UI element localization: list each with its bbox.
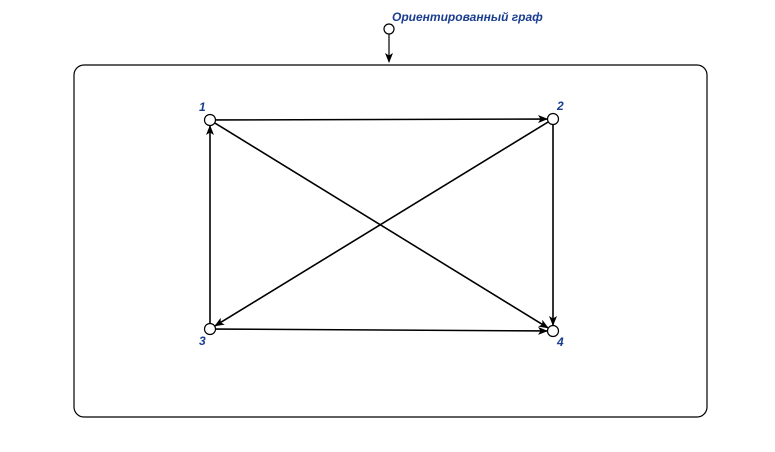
node-label-3: 3: [199, 334, 206, 348]
edge-3-4: [215, 326, 549, 335]
nodes-layer: 1 2 3 4: [199, 99, 564, 349]
node-1: [203, 113, 217, 127]
node-3: [203, 322, 217, 336]
edge-1-4: [214, 122, 549, 329]
graph-frame: [73, 64, 708, 418]
edge-1-2: [215, 115, 548, 124]
diagram-title: Ориентированный граф: [392, 10, 543, 24]
edge-2-3: [214, 121, 549, 327]
edges-layer: [206, 115, 557, 335]
node-label-2: 2: [556, 99, 564, 113]
node-label-1: 1: [199, 100, 206, 114]
node-2: [546, 112, 560, 126]
node-4: [546, 324, 560, 338]
node-label-4: 4: [556, 335, 564, 349]
title-pointer-node: [383, 23, 395, 35]
